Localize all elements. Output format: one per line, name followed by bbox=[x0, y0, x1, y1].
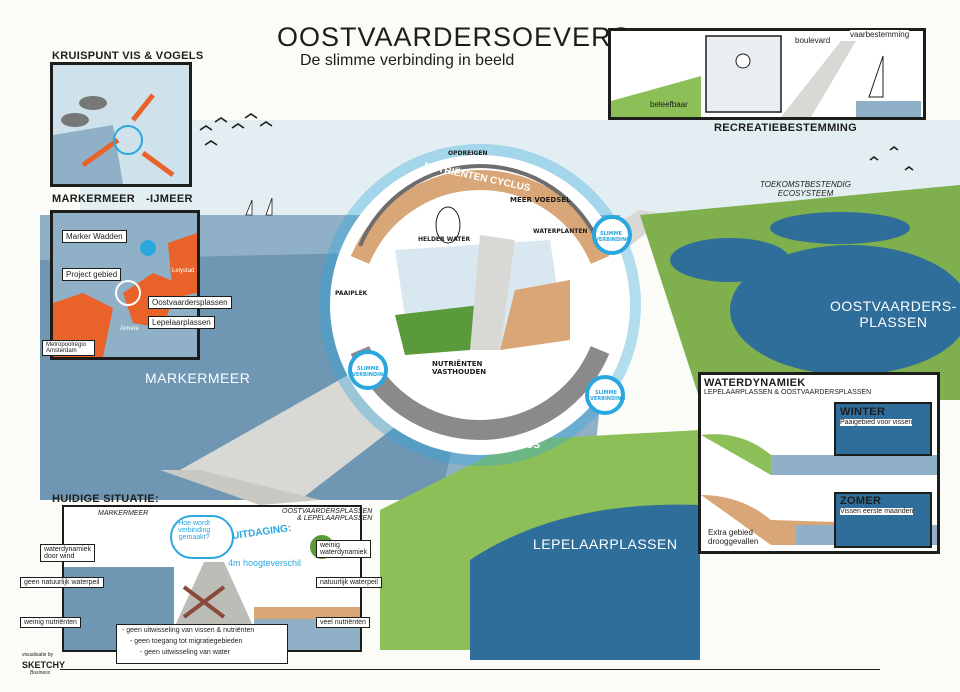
map-label-amsterdam: Metropoolregio Amsterdam bbox=[42, 340, 95, 356]
lepelaarplassen-water bbox=[470, 504, 700, 660]
ecosystem-label: TOEKOMSTBESTENDIG ECOSYSTEEM bbox=[760, 180, 851, 198]
bullet-1: - geen uitwisseling van vissen & nutriën… bbox=[122, 627, 255, 634]
summer-text: Vissen eerste maanden bbox=[840, 508, 914, 515]
waterdynamics-subheading: LEPELAARPLASSEN & OOSTVAARDERSPLASSEN bbox=[704, 389, 872, 396]
recreation-label-beleefbaar: beleefbaar bbox=[650, 100, 688, 109]
summer-box bbox=[834, 492, 932, 548]
recreation-label-vaar: vaarbestemming bbox=[850, 30, 910, 39]
credit-brand: SKETCHY bbox=[22, 660, 66, 670]
right-label-dynamics: weinig waterdynamiek bbox=[316, 540, 372, 558]
bullet-3: - geen uitwisseling van water bbox=[140, 649, 230, 656]
current-right-side: OOSTVAARDERSPLASSEN & LEPELAARPLASSEN bbox=[282, 508, 373, 522]
oostvaardersplassen-water bbox=[730, 245, 960, 375]
map-label-project: Project gebied bbox=[62, 268, 122, 281]
smart-link-icon bbox=[592, 215, 632, 255]
crossing-panel bbox=[50, 62, 192, 187]
recreation-illustration bbox=[611, 35, 921, 117]
cycle-diagram bbox=[319, 144, 641, 466]
left-label-dynamics: waterdynamiek door wind bbox=[40, 544, 96, 562]
note-meer-voedsel: MEER VOEDSEL bbox=[510, 196, 571, 204]
smart-link-icon bbox=[585, 375, 625, 415]
winter-text: Paaigebied voor vissen bbox=[840, 419, 913, 426]
bird-icon bbox=[435, 206, 461, 244]
recreation-label-boulevard: boulevard bbox=[795, 36, 831, 45]
map-label-ovp: Oostvaardersplassen bbox=[148, 296, 232, 309]
note-opdreigen: OPDREIGEN bbox=[448, 150, 488, 157]
current-heading: HUIDIGE SITUATIE: bbox=[52, 493, 159, 505]
fish-cycle-label: VIS CYCLUS bbox=[480, 440, 541, 451]
city-lelystad: Lelystad bbox=[172, 268, 195, 274]
smart-link-label-3: SLIMME VERBINDING bbox=[590, 390, 626, 402]
dike-section bbox=[470, 235, 515, 350]
recreation-heading: RECREATIEBESTEMMING bbox=[714, 122, 858, 134]
note-waterplanten: WATERPLANTEN bbox=[533, 228, 588, 235]
bullet-2: - geen toegang tot migratiegebieden bbox=[130, 638, 243, 645]
note-paaiplek: PAAIPLEK bbox=[335, 290, 368, 297]
bottom-rule bbox=[60, 669, 880, 670]
winter-title: WINTER bbox=[840, 406, 886, 418]
fish-band bbox=[350, 346, 610, 440]
region-markermeer: MARKERMEER bbox=[145, 370, 251, 386]
crossing-heading: KRUISPUNT VIS & VOGELS bbox=[52, 50, 204, 62]
summer-title: ZOMER bbox=[840, 495, 882, 507]
blocked-icon bbox=[182, 585, 226, 619]
page-subtitle: De slimme verbinding in beeld bbox=[300, 52, 515, 69]
map-heading-right: -IJMEER bbox=[146, 193, 193, 205]
waterdynamics-heading: WATERDYNAMIEK bbox=[704, 377, 806, 389]
winter-box bbox=[834, 402, 932, 456]
map-label-lepelaar: Lepelaarplassen bbox=[148, 316, 215, 329]
region-lepelaarplassen: LEPELAARPLASSEN bbox=[533, 536, 678, 552]
smart-link-label-2: SLIMME VERBINDING bbox=[352, 366, 388, 378]
note-helder-water: HELDER WATER bbox=[418, 236, 471, 243]
right-label-waterlevel: natuurlijk waterpeil bbox=[316, 577, 382, 588]
left-label-waterlevel: geen natuurlijk waterpeil bbox=[20, 577, 104, 588]
crossing-illustration bbox=[53, 65, 189, 184]
region-oostvaardersplassen: OOSTVAARDERS- PLASSEN bbox=[830, 298, 957, 330]
credit-small: visualisatie by bbox=[22, 652, 54, 658]
nutrient-band bbox=[350, 170, 610, 264]
credit-brand-sub: Business bbox=[30, 670, 51, 676]
question-bubble bbox=[170, 515, 234, 559]
recreation-panel bbox=[608, 28, 926, 120]
smart-link-label-1: SLIMME VERBINDING bbox=[595, 231, 631, 243]
city-almere: Almere bbox=[120, 326, 140, 332]
map-heading-left: MARKERMEER bbox=[52, 193, 136, 205]
page-title: OOSTVAARDERSOEVERS bbox=[277, 22, 631, 52]
extra-area-label: Extra gebied drooggevallen bbox=[708, 528, 759, 546]
bullets-box bbox=[116, 624, 288, 664]
smart-link-icon bbox=[348, 350, 388, 390]
fish-icon bbox=[79, 96, 107, 110]
right-label-nutrients: veel nutriënten bbox=[316, 617, 370, 628]
question-text: Hoe wordt verbinding gemaakt? bbox=[178, 520, 211, 541]
map-label-marker-wadden: Marker Wadden bbox=[62, 230, 127, 243]
left-label-nutrients: weinig nutriënten bbox=[20, 617, 81, 628]
note-nutrienten-vasthouden: NUTRIËNTEN VASTHOUDEN bbox=[432, 360, 487, 376]
height-difference-label: 4m hoogteverschil bbox=[228, 558, 302, 568]
fish-icon bbox=[61, 113, 89, 127]
current-left-side: MARKERMEER bbox=[98, 510, 149, 517]
